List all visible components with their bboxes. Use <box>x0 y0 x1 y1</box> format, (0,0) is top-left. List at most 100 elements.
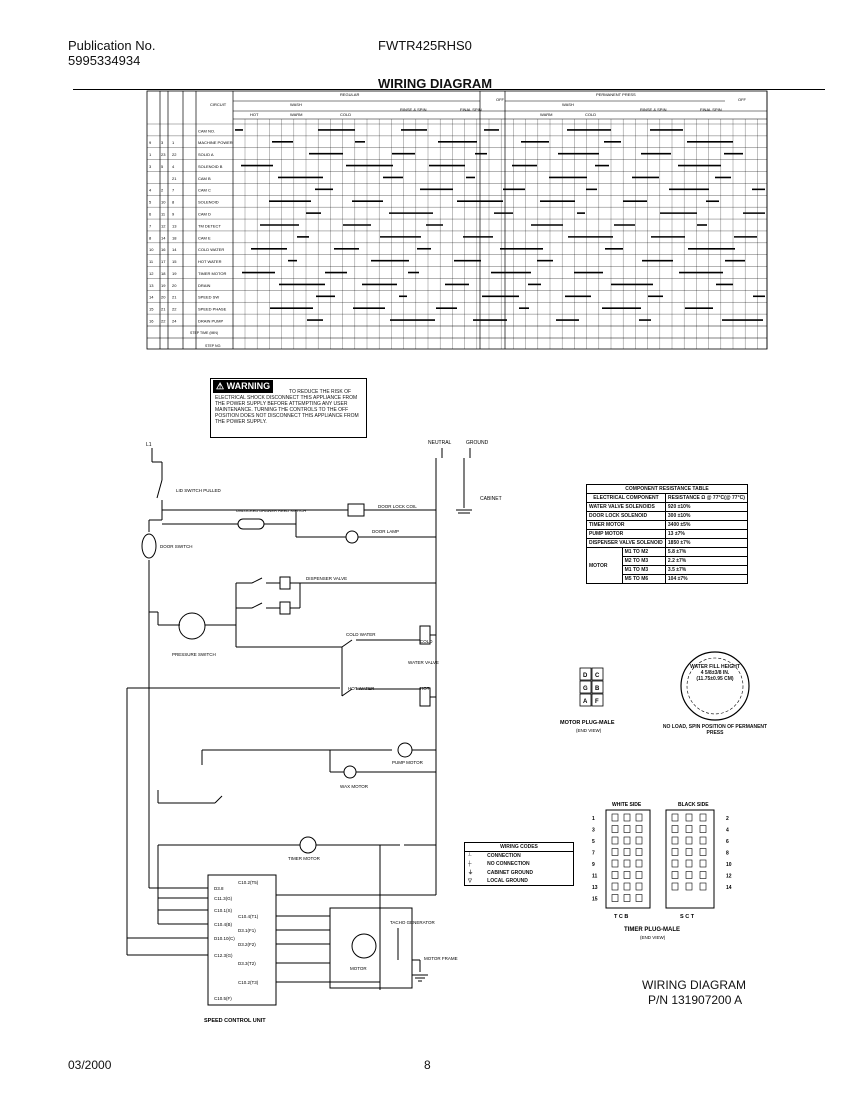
chart-row-name: CAM D <box>198 211 211 216</box>
motor-plug-pin-label: F <box>595 699 599 705</box>
timer-motor-label: TIMER MOTOR <box>288 856 321 861</box>
chart-row-c: 4 <box>172 164 175 169</box>
timer-pin-left <box>623 871 631 879</box>
resistance-component: TIMER MOTOR <box>586 520 666 530</box>
chart-row-b: 17 <box>161 259 166 264</box>
chart-row-name: TM DETECT <box>198 223 221 228</box>
chart-row-c: 9 <box>172 211 175 216</box>
code-local-ground: LOCAL GROUND <box>487 878 528 884</box>
timer-pin-number-left: 13 <box>592 885 598 891</box>
permanent-press-label: PERMANENT PRESS <box>596 92 636 97</box>
chart-row-b: 14 <box>161 235 166 240</box>
warning-box: ⚠ WARNING TO REDUCE THE RISK OF ELECTRIC… <box>210 378 367 438</box>
rinse-spin-label-1: RINSE & SPIN <box>400 107 427 112</box>
pump-motor-label: PUMP MOTOR <box>392 760 424 765</box>
chart-row-c: 14 <box>172 247 177 252</box>
chart-row-c: 18 <box>172 235 177 240</box>
scu-pin-right: D3.2(F2) <box>238 942 256 947</box>
resistance-value: 300 ±10% <box>664 511 749 521</box>
regular-label: REGULAR <box>340 92 359 97</box>
fill-height-text: WATER FILL HEIGHT 4 5/8±3/8 IN. (11.75±0… <box>690 664 740 682</box>
timer-plug-caption: TIMER PLUG-MALE <box>624 927 680 933</box>
timer-pin-number-right: 12 <box>726 874 732 880</box>
chart-row-b: 11 <box>161 211 166 216</box>
warning-text: TO REDUCE THE RISK OF ELECTRICAL SHOCK D… <box>215 389 359 425</box>
chart-row-b: 16 <box>161 247 166 252</box>
code-cabinet-ground: CABINET GROUND <box>487 869 533 876</box>
chart-row-name: SOLID A <box>198 152 214 157</box>
timer-pin-left <box>611 825 619 833</box>
chart-row-name: TIMER MOTOR <box>198 271 226 276</box>
model-number: FWTR425RHS0 <box>378 38 472 53</box>
warm-label-1: WARM <box>290 112 303 117</box>
chart-row-c: 19 <box>172 271 177 276</box>
timer-pin-number-left: 15 <box>592 897 598 903</box>
resistance-title: COMPONENT RESISTANCE TABLE <box>586 484 748 494</box>
cabinet-label: CABINET <box>480 496 502 502</box>
timer-pin-left <box>611 882 619 891</box>
timer-pin-left <box>635 894 643 902</box>
scu-pin-right: D3.3(T2) <box>238 961 256 966</box>
scu-pin-left: C10.4(B) <box>214 922 233 927</box>
timer-pin-left <box>611 848 619 856</box>
timer-pin-number-left: 7 <box>592 851 595 857</box>
chart-row-b: 22 <box>161 318 166 323</box>
chart-row-b: 23 <box>161 152 166 157</box>
resistance-component: M5 TO M6 <box>621 574 666 584</box>
scu-pin-left: C10.5(F) <box>214 996 232 1001</box>
chart-row-name: COLD WATER <box>198 247 224 252</box>
chart-row-c: 24 <box>172 318 177 323</box>
chart-row-b: 10 <box>161 200 166 205</box>
timer-pin-number-right: 4 <box>726 828 729 834</box>
timer-pin-left <box>635 859 643 868</box>
chart-row-c: 13 <box>172 223 177 228</box>
timer-pin-right <box>671 848 679 856</box>
timer-pin-left <box>623 848 631 856</box>
fill-height-caption: NO LOAD, SPIN POSITION OF PERMANENT PRES… <box>662 724 768 736</box>
resistance-value: 2.2 ±7% <box>664 556 749 566</box>
chart-row-a: 3 <box>149 164 152 169</box>
chart-row-b: 19 <box>161 283 166 288</box>
chart-row-c: 22 <box>172 307 177 312</box>
step-time-label: STEP TIME (MIN) <box>190 331 218 335</box>
chart-row-c: 21 <box>172 176 177 181</box>
lid-switch-label: LID SWITCH PULLED <box>176 488 222 493</box>
cold-water-label: COLD WATER <box>346 632 376 637</box>
timer-pin-left <box>611 859 619 868</box>
timer-plug: WHITE SIDE BLACK SIDE 135791113152468101… <box>592 802 732 940</box>
timer-sequence-chart: CIRCUIT REGULAR PERMANENT PRESS OFF OFF … <box>146 90 768 350</box>
timer-pin-number-right: 6 <box>726 839 729 845</box>
timer-pin-number-right: 10 <box>726 862 732 868</box>
l1-label: L1 <box>146 442 152 448</box>
scu-pin-left: C10.1(S) <box>214 908 233 913</box>
timer-pin-right <box>671 825 679 833</box>
chart-row-a: 13 <box>149 283 154 288</box>
chart-row-name: DRAIN PUMP <box>198 318 223 323</box>
resistance-value: 104 ±7% <box>664 574 749 584</box>
chart-row-name: CAM NO. <box>198 128 215 133</box>
code-connection: CONNECTION <box>487 853 521 859</box>
timer-pin-number-right: 2 <box>726 816 729 822</box>
step-no-label: STEP NO. <box>205 344 221 348</box>
chart-row-a: 9 <box>149 140 152 145</box>
timer-pin-right <box>685 882 693 891</box>
timer-pin-left <box>611 836 619 845</box>
chart-row-name: HOT WATER <box>198 259 222 264</box>
chart-row-a: 6 <box>149 211 152 216</box>
cold-label-2: COLD <box>585 112 596 117</box>
header-rule <box>73 89 825 90</box>
connection-symbol-icon: ┴ <box>468 853 472 859</box>
pressure-switch-label: PRESSURE SWITCH <box>172 652 216 657</box>
timer-pin-right <box>685 813 693 822</box>
timer-pin-right <box>685 859 693 868</box>
scu-pin-right: D3.1(F1) <box>238 928 256 933</box>
timer-pin-right <box>685 836 693 845</box>
chart-row-c: 22 <box>172 152 177 157</box>
timer-pin-right <box>699 825 707 833</box>
motor-plug-pin <box>579 693 592 707</box>
resistance-component: M2 TO M3 <box>621 556 666 566</box>
timer-pin-right <box>699 882 707 891</box>
motor-plug-pin-label: A <box>583 699 588 705</box>
